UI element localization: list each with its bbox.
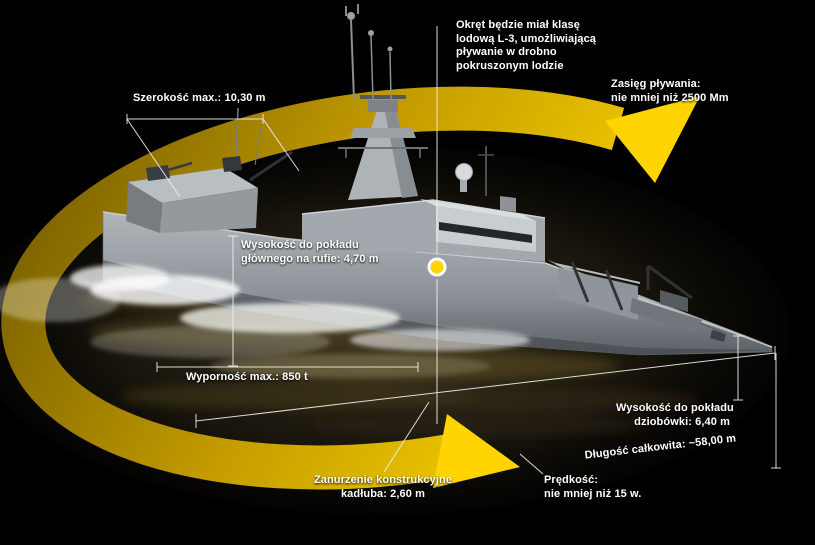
label-speed: Prędkość: nie mniej niż 15 w. bbox=[544, 474, 641, 501]
label-displacement: Wyporność max.: 850 t bbox=[186, 371, 308, 383]
deck-equipment bbox=[555, 261, 727, 342]
hull-marker-dot bbox=[427, 257, 447, 277]
speed-line-1: Prędkość: bbox=[544, 474, 599, 486]
forecastle-line-2: dziobówki: 6,40 m bbox=[634, 415, 730, 428]
arrow-bottom bbox=[433, 414, 520, 488]
wake-foam bbox=[0, 265, 530, 378]
label-draft: Zanurzenie konstrukcyjne kadłuba: 2,60 m bbox=[308, 474, 458, 501]
superstructure bbox=[301, 146, 546, 262]
draft-line-2: kadłuba: 2,60 m bbox=[340, 487, 426, 500]
ice-class-line-4: pokruszonym lodzie bbox=[456, 59, 564, 72]
range-ring bbox=[1, 86, 625, 490]
label-ice-class: Okręt będzie miał klasę lodową L-3, umoż… bbox=[456, 19, 596, 73]
mast bbox=[338, 95, 428, 200]
ring-arrows bbox=[433, 96, 700, 488]
ice-class-line-2: lodową L-3, umożliwiającą bbox=[456, 32, 597, 45]
stern-height-line-2: głównego na rufie: 4,70 m bbox=[241, 252, 379, 265]
range-line-2: nie mniej niż 2500 Mm bbox=[611, 91, 729, 104]
label-stern-deck-height: Wysokość do pokładu głównego na rufie: 4… bbox=[241, 239, 379, 266]
draft-line-1: Zanurzenie konstrukcyjne bbox=[313, 474, 453, 486]
label-max-width: Szerokość max.: 10,30 m bbox=[133, 92, 266, 104]
ice-class-line-3: pływanie w drobno bbox=[456, 46, 557, 58]
measurement-lines bbox=[126, 26, 781, 475]
stern-height-line-1: Wysokość do pokładu bbox=[241, 239, 359, 251]
arrow-top-right bbox=[605, 96, 700, 183]
ice-class-line-1: Okręt będzie miał klasę bbox=[456, 19, 580, 31]
boat bbox=[630, 298, 702, 334]
stern-deckhouse bbox=[126, 107, 293, 233]
bridge-windows bbox=[439, 222, 532, 243]
antennas bbox=[345, 4, 393, 101]
speed-line-2: nie mniej niż 15 w. bbox=[544, 487, 642, 500]
range-line-1: Zasięg pływania: bbox=[611, 78, 701, 90]
label-range: Zasięg pływania: nie mniej niż 2500 Mm bbox=[611, 78, 729, 105]
forecastle-line-1: Wysokość do pokładu bbox=[616, 402, 734, 414]
label-forecastle-height: Wysokość do pokładu dziobówki: 6,40 m bbox=[616, 402, 734, 429]
radar-dome bbox=[455, 163, 473, 181]
